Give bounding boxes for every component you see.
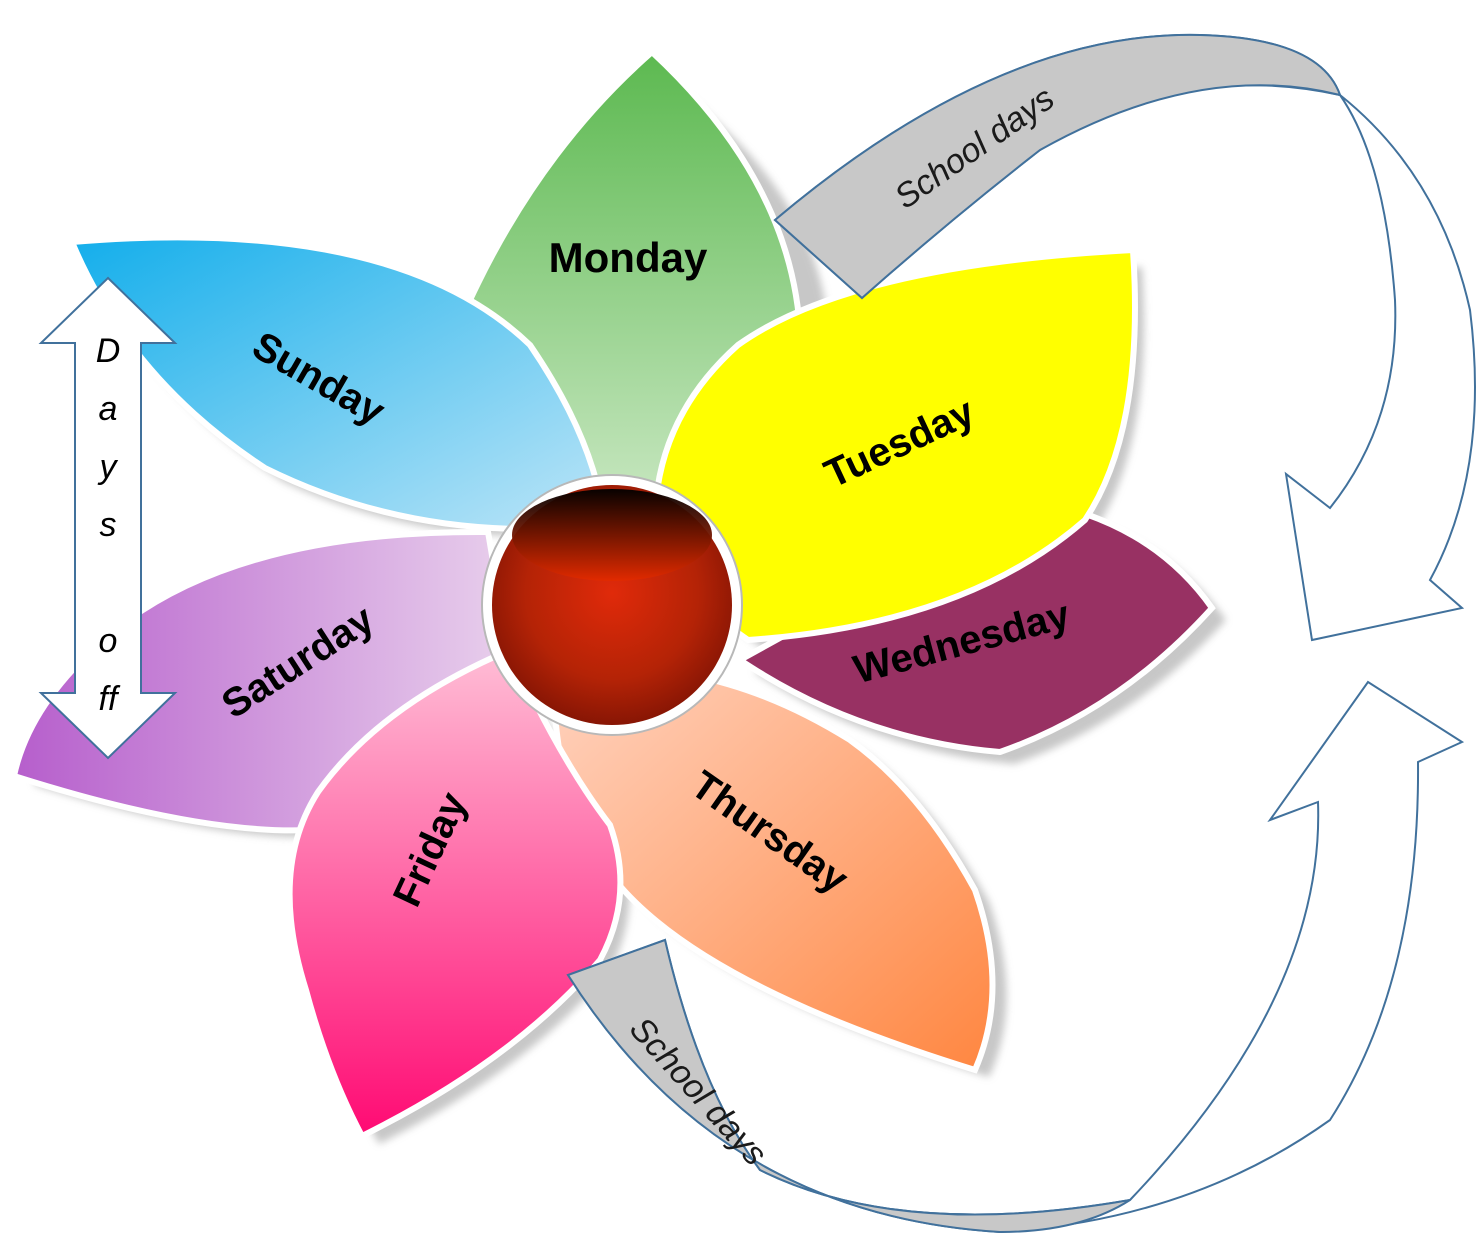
- days-off-letter-4: s: [100, 506, 117, 544]
- petal-thursday: [551, 671, 996, 1074]
- days-off-double-arrow: D a y s o ff: [38, 276, 178, 760]
- school-days-label-bottom: School days: [622, 1010, 774, 1173]
- days-off-letter-1: D: [96, 332, 121, 370]
- label-monday: Monday: [549, 234, 708, 281]
- days-off-letter-6: ff: [99, 680, 121, 718]
- petal-wednesday: [734, 496, 1216, 756]
- school-days-arrow-top: School days: [773, 33, 1476, 642]
- days-off-letter-3: y: [98, 448, 119, 486]
- days-off-letter-2: a: [99, 390, 118, 428]
- days-off-letter-5: o: [99, 622, 118, 660]
- center-sphere: [481, 474, 743, 736]
